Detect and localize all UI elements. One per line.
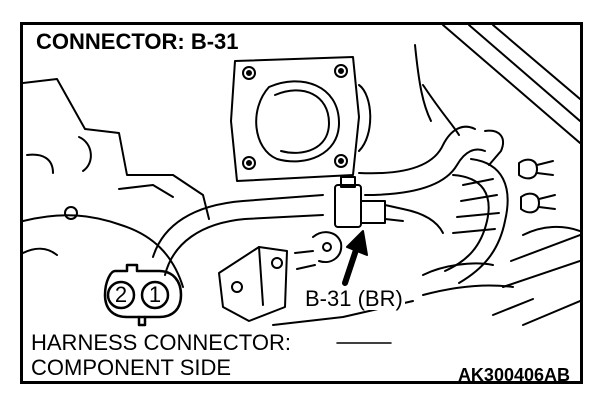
callout-arrow bbox=[342, 230, 368, 286]
rails bbox=[414, 25, 580, 326]
diagram-frame: CONNECTOR: B-31 B-31 (BR) 2 1 HARNESS CO… bbox=[20, 22, 583, 384]
engine-block bbox=[23, 78, 210, 288]
harness-connector bbox=[103, 263, 183, 327]
bracket bbox=[218, 231, 343, 322]
hoses bbox=[152, 84, 509, 284]
figure-code: AK300406AB bbox=[457, 365, 570, 384]
fittings bbox=[518, 158, 556, 214]
engine-illustration bbox=[23, 25, 580, 344]
sensor-component bbox=[334, 176, 444, 234]
pin-2-label: 2 bbox=[114, 282, 128, 307]
diagram-title: CONNECTOR: B-31 bbox=[33, 31, 242, 53]
harness-connector-label: HARNESS CONNECTOR: bbox=[31, 330, 291, 355]
throttle-body bbox=[230, 56, 372, 182]
pin-1-label: 1 bbox=[148, 282, 162, 307]
connector-callout-label: B-31 (BR) bbox=[303, 286, 405, 311]
component-side-label: COMPONENT SIDE bbox=[31, 355, 232, 380]
